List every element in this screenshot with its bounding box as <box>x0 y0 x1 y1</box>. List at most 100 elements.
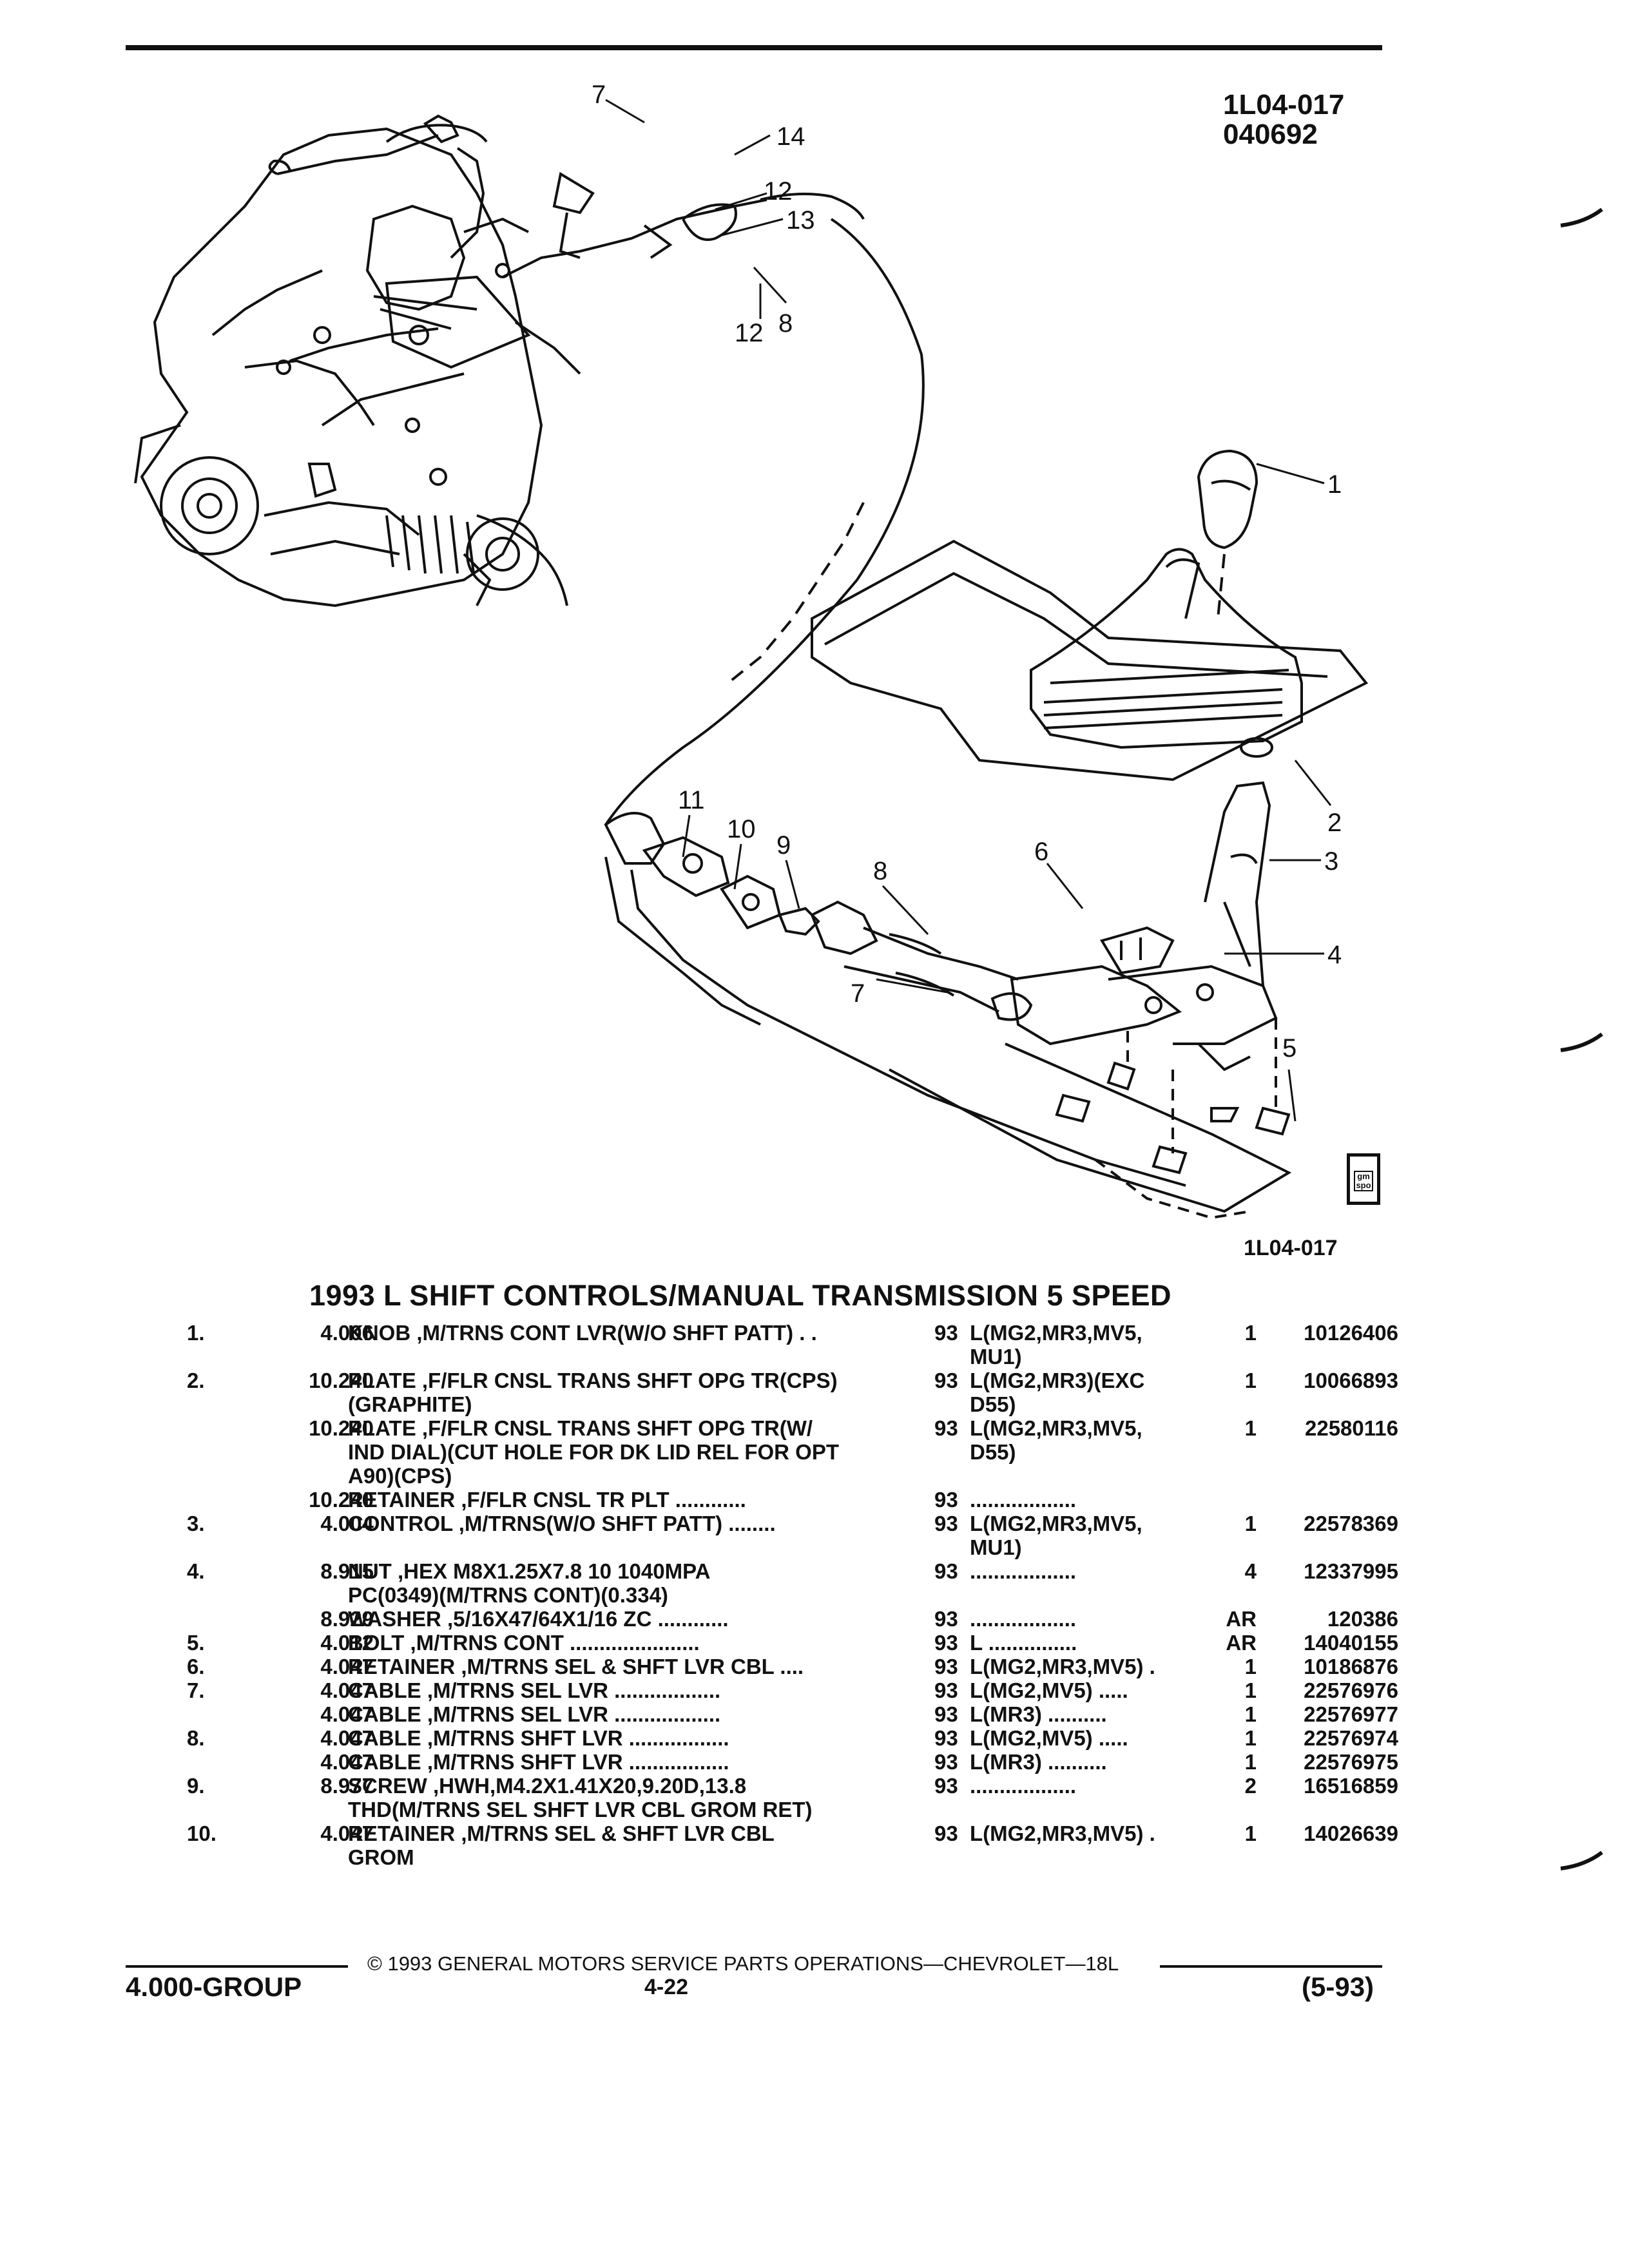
callout-5: 5 <box>1282 1034 1296 1062</box>
model-year: 93 <box>934 1726 958 1750</box>
quantity: 1 <box>1244 1512 1257 1535</box>
gm-spo-logo: gm spo <box>1347 1153 1380 1205</box>
description-line: CABLE ,M/TRNS SEL LVR .................. <box>348 1678 721 1702</box>
part-number: 22576975 <box>1304 1750 1398 1774</box>
description-line: CABLE ,M/TRNS SHFT LVR ................. <box>348 1726 729 1750</box>
shifter-assembly-illustration <box>604 781 1292 1220</box>
part-number: 10066893 <box>1304 1369 1398 1392</box>
usage-line: L(MG2,MR3,MV5, <box>970 1416 1142 1440</box>
usage-line: L(MG2,MR3)(EXC <box>970 1369 1145 1392</box>
usage-line: .................. <box>970 1559 1077 1583</box>
part-description: BOLT ,M/TRNS CONT ...................... <box>348 1631 1070 1655</box>
part-description: CABLE ,M/TRNS SEL LVR .................. <box>348 1702 1070 1726</box>
model-year: 93 <box>934 1678 958 1702</box>
group-number: 4.006 <box>320 1321 374 1345</box>
quantity: 2 <box>1244 1774 1257 1798</box>
group-number: 8.929 <box>320 1607 374 1631</box>
group-number: 4.004 <box>320 1512 374 1535</box>
callout-7-upper: 7 <box>592 81 606 109</box>
model-year: 93 <box>934 1321 958 1345</box>
description-line: CABLE ,M/TRNS SHFT LVR ................. <box>348 1750 729 1774</box>
top-rule <box>126 45 1382 50</box>
part-number: 10186876 <box>1304 1655 1398 1678</box>
usage-line: L(MG2,MV5) ..... <box>970 1726 1128 1750</box>
callout-8: 8 <box>873 857 887 885</box>
part-number: 22576974 <box>1304 1726 1398 1750</box>
description-line: IND DIAL)(CUT HOLE FOR DK LID REL FOR OP… <box>348 1440 840 1464</box>
model-year: 93 <box>934 1559 958 1583</box>
copyright-notice: © 1993 GENERAL MOTORS SERVICE PARTS OPER… <box>367 1952 1119 1975</box>
description-line: CONTROL ,M/TRNS(W/O SHFT PATT) ........ <box>348 1512 776 1535</box>
callout-2: 2 <box>1327 809 1342 837</box>
footer-rule-right <box>1160 1965 1382 1968</box>
part-description: RETAINER ,F/FLR CNSL TR PLT ............ <box>348 1488 1070 1512</box>
description-line: BOLT ,M/TRNS CONT ...................... <box>348 1631 700 1655</box>
usage-codes: L(MG2,MR3,MV5) . <box>970 1655 1240 1678</box>
model-year: 93 <box>934 1821 958 1845</box>
description-line: PLATE ,F/FLR CNSL TRANS SHFT OPG TR(CPS) <box>348 1369 838 1392</box>
quantity: 1 <box>1244 1726 1257 1750</box>
callout-4: 4 <box>1327 941 1342 969</box>
description-line: PC(0349)(M/TRNS CONT)(0.334) <box>348 1583 668 1607</box>
part-description: WASHER ,5/16X47/64X1/16 ZC ............ <box>348 1607 1070 1631</box>
callout-12-upper: 12 <box>764 177 793 206</box>
figure-code-line2: 040692 <box>1223 119 1318 150</box>
quantity: 1 <box>1244 1821 1257 1845</box>
usage-codes: .................. <box>970 1607 1240 1631</box>
description-line: (GRAPHITE) <box>348 1392 472 1416</box>
description-line: CABLE ,M/TRNS SEL LVR .................. <box>348 1702 721 1726</box>
figure-code-line1: 1L04-017 <box>1223 89 1345 120</box>
part-description: RETAINER ,M/TRNS SEL & SHFT LVR CBL .... <box>348 1655 1070 1678</box>
usage-line: L(MR3) .......... <box>970 1750 1107 1774</box>
group-label: 4.000-GROUP <box>126 1972 302 2002</box>
group-number: 4.047 <box>320 1702 374 1726</box>
model-year: 93 <box>934 1750 958 1774</box>
figure-code: 1L04-017 040692 <box>1223 90 1344 149</box>
usage-codes: L(MR3) .......... <box>970 1702 1240 1726</box>
part-description: CABLE ,M/TRNS SEL LVR .................. <box>348 1678 1070 1702</box>
group-number: 10.240 <box>309 1416 374 1440</box>
item-number: 6. <box>187 1655 205 1678</box>
usage-codes: L ............... <box>970 1631 1240 1655</box>
usage-line: .................. <box>970 1607 1077 1631</box>
description-line: PLATE ,F/FLR CNSL TRANS SHFT OPG TR(W/ <box>348 1416 813 1440</box>
margin-mark <box>1560 207 1603 227</box>
part-description: PLATE ,F/FLR CNSL TRANS SHFT OPG TR(CPS)… <box>348 1369 1070 1416</box>
description-line: NUT ,HEX M8X1.25X7.8 10 1040MPA <box>348 1559 711 1583</box>
usage-line: L(MG2,MR3,MV5, <box>970 1321 1142 1345</box>
callout-9: 9 <box>776 831 791 860</box>
model-year: 93 <box>934 1774 958 1798</box>
description-line: GROM <box>348 1845 414 1869</box>
quantity: 1 <box>1244 1416 1257 1440</box>
model-year: 93 <box>934 1488 958 1512</box>
group-number: 4.047 <box>320 1678 374 1702</box>
usage-line: L(MG2,MV5) ..... <box>970 1678 1128 1702</box>
group-number: 10.240 <box>309 1488 374 1512</box>
model-year: 93 <box>934 1369 958 1392</box>
usage-line: L ............... <box>970 1631 1077 1655</box>
figure-code-bottom: 1L04-017 <box>1244 1236 1338 1260</box>
model-year: 93 <box>934 1607 958 1631</box>
usage-codes: L(MG2,MR3,MV5,MU1) <box>970 1512 1240 1559</box>
description-line: THD(M/TRNS SEL SHFT LVR CBL GROM RET) <box>348 1798 813 1821</box>
item-number: 5. <box>187 1631 205 1655</box>
part-number: 22576976 <box>1304 1678 1398 1702</box>
revision-date: (5-93) <box>1302 1972 1374 2002</box>
usage-codes: L(MG2,MR3,MV5) . <box>970 1821 1240 1845</box>
part-number: 16516859 <box>1304 1774 1398 1798</box>
usage-codes: .................. <box>970 1774 1240 1798</box>
callout-12-lower: 12 <box>735 319 764 347</box>
callout-3: 3 <box>1324 847 1338 876</box>
